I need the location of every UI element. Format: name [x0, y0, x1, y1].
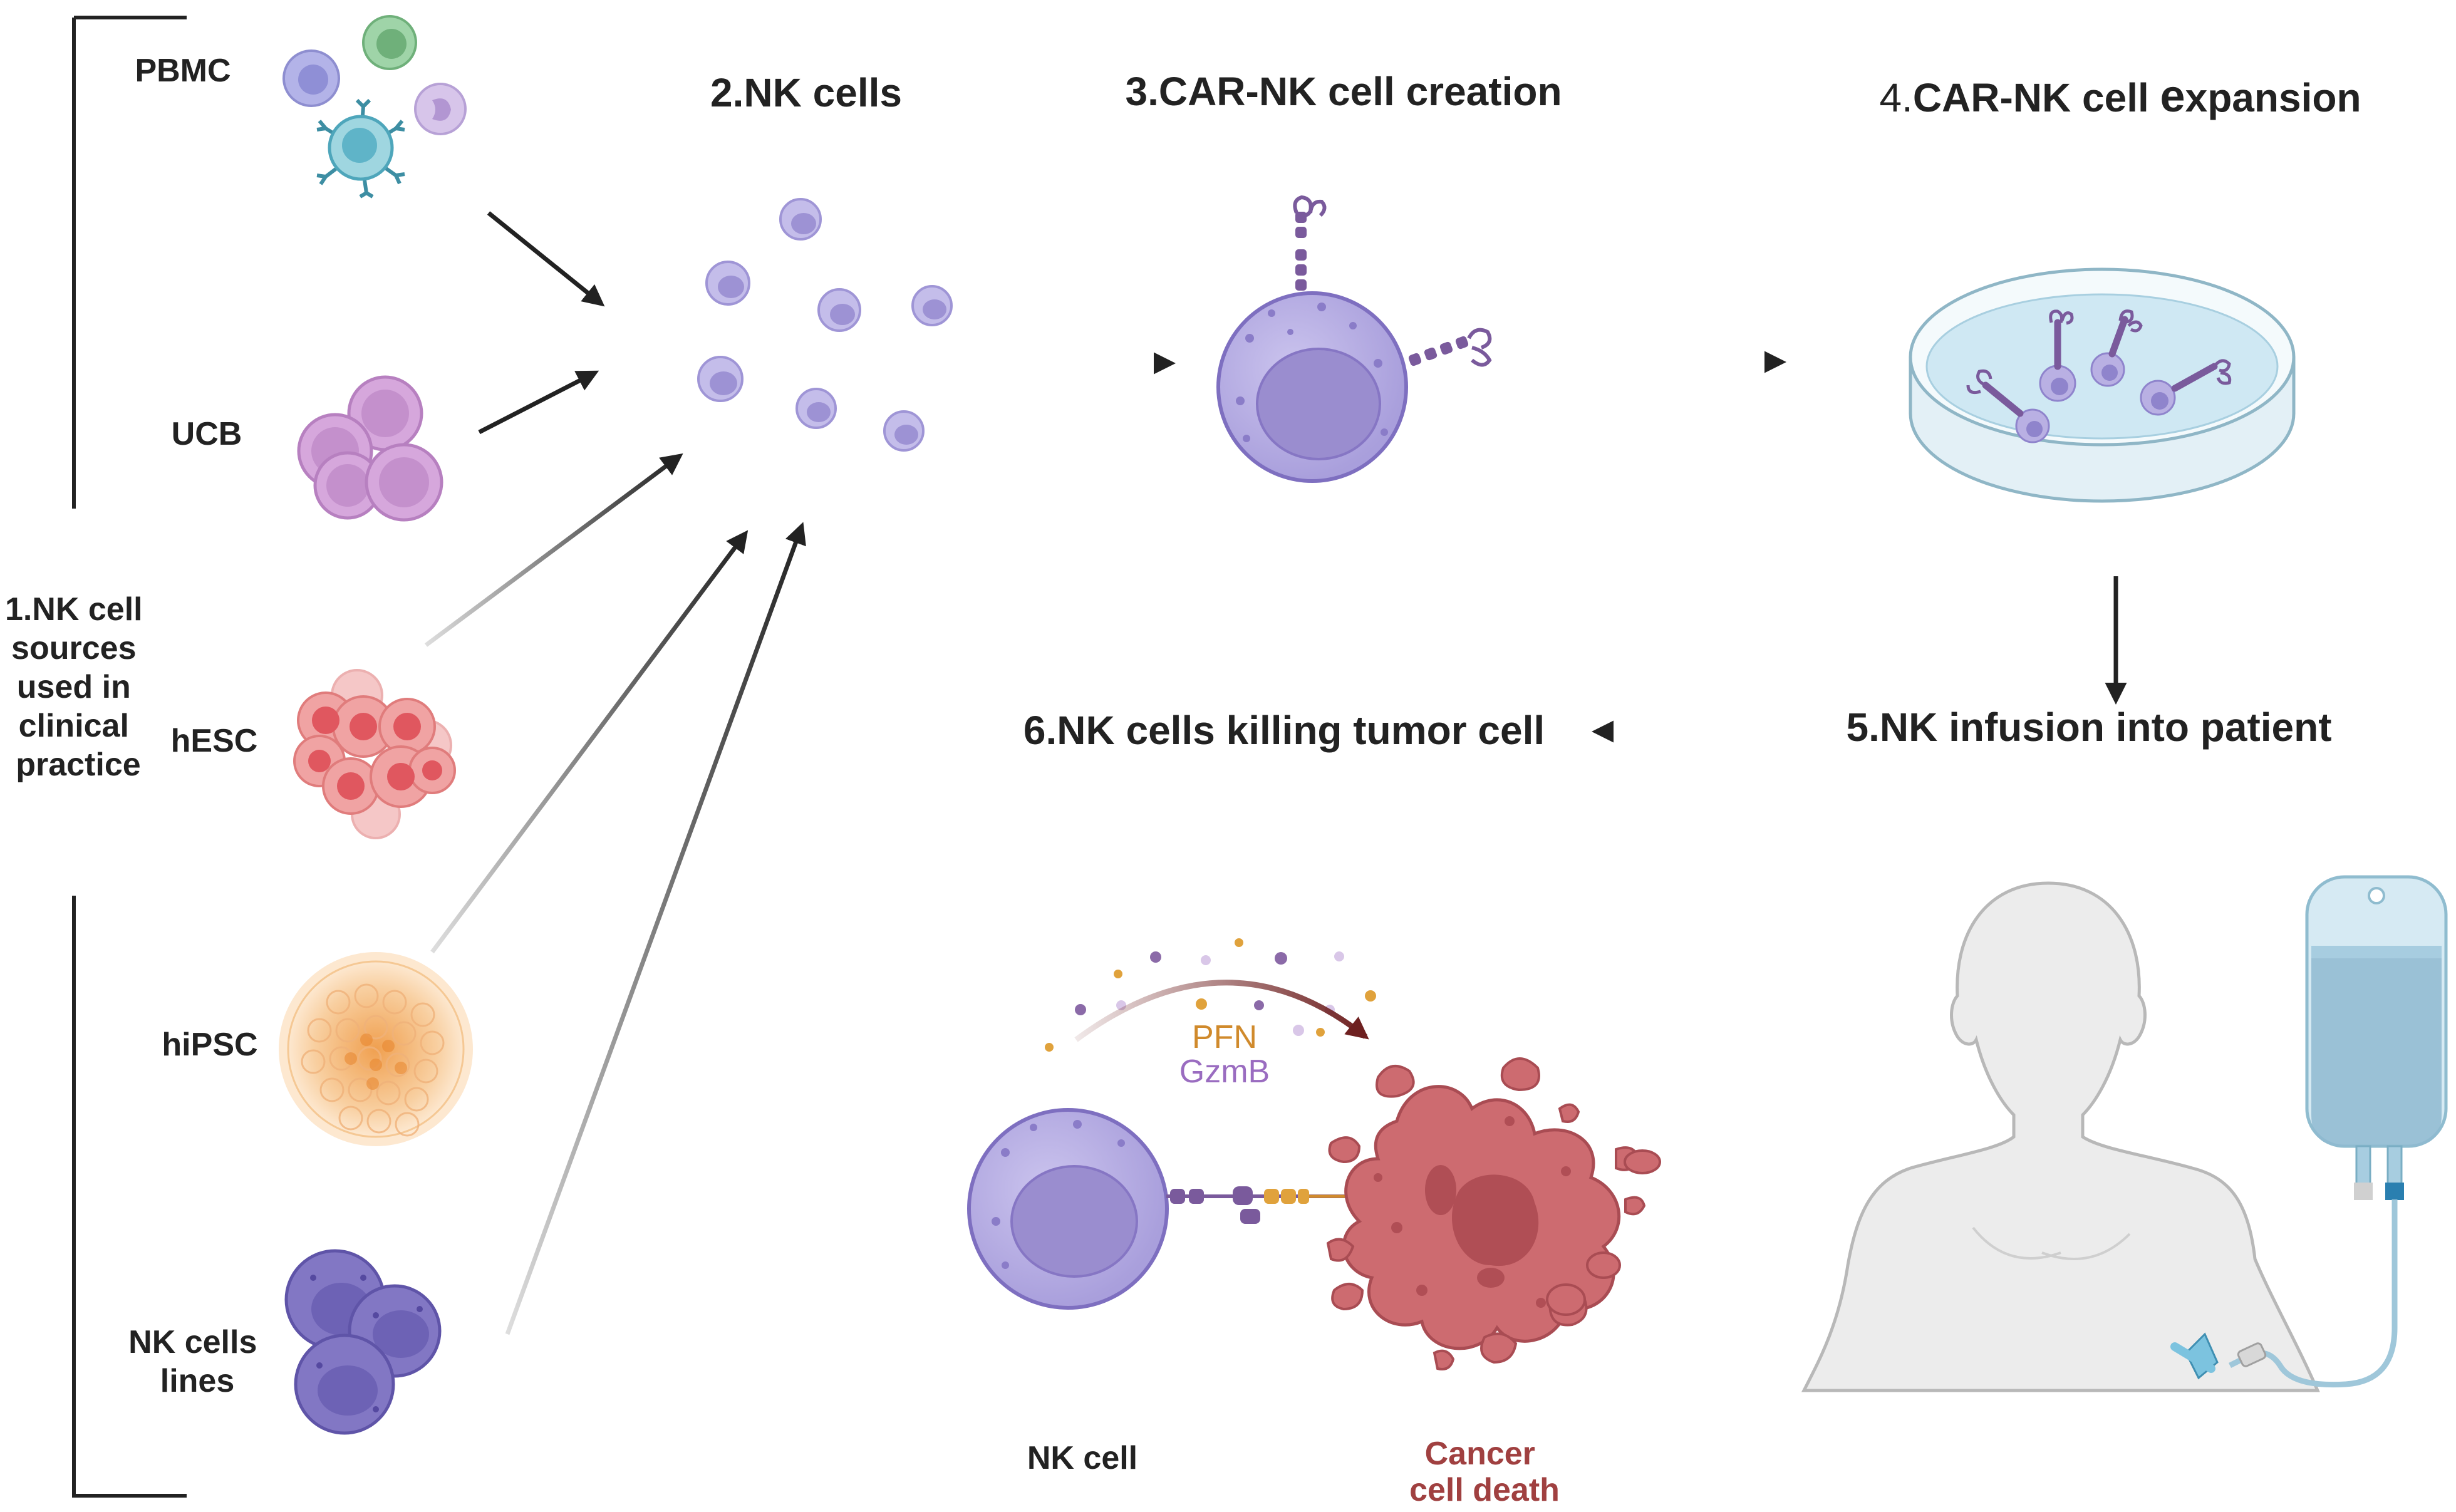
nk-cell-label: NK cell	[1027, 1440, 1137, 1476]
nk-cell-effector-icon	[967, 1108, 1169, 1310]
source-to-nk-arrows	[424, 211, 806, 1335]
petri-dish-icon	[1909, 267, 2296, 503]
hesc-icon	[293, 669, 456, 839]
nk-cell-line-icon	[284, 1249, 442, 1435]
gzmb-label: GzmB	[1179, 1054, 1270, 1090]
cytotoxic-release-arrow	[1074, 980, 1369, 1042]
iv-bag-icon	[2305, 875, 2448, 1200]
source-label-pbmc: PBMC	[135, 53, 231, 89]
sources-title: 1.NK cell sources used in clinical pract…	[5, 591, 152, 783]
dying-tumor-cell-icon	[1326, 1057, 1661, 1370]
sources-bracket-top	[72, 16, 187, 509]
source-label-ucb: UCB	[172, 416, 242, 452]
step-nk-cells-title: 2.NK cells	[710, 70, 902, 115]
source-label-nk-cell-lines: NK cells lines	[128, 1324, 266, 1399]
pfn-label: PFN	[1192, 1019, 1257, 1055]
cancer-cell-death-label: Cancer cell death	[1409, 1436, 1560, 1508]
patient-silhouette-icon	[1801, 881, 2320, 1392]
sources-bracket-bottom	[72, 896, 187, 1498]
source-label-hipsc: hiPSC	[162, 1027, 257, 1063]
step-infusion-title: 5.NK infusion into patient	[1846, 705, 2331, 750]
step-killing-title: 6.NK cells killing tumor cell	[1023, 708, 1545, 753]
nk-cells-cluster-icon	[697, 198, 953, 452]
ucb-icon	[297, 375, 443, 522]
car-synapse-icon	[1166, 1186, 1347, 1224]
car-nk-cell-icon	[1216, 195, 1492, 483]
source-label-hesc: hESC	[171, 723, 258, 759]
step-car-creation-title: 3.CAR-NK cell creation	[1125, 69, 1562, 114]
hipsc-icon	[279, 952, 473, 1146]
step-expansion-title: 4.CAR-NK cell expansion	[1879, 71, 2361, 122]
pbmc-icon	[282, 15, 467, 199]
iv-tubing-icon	[2170, 1199, 2398, 1388]
